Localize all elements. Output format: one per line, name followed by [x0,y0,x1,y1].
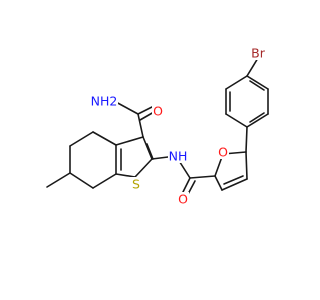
atom-amide-oxygen: O [152,104,164,119]
amine-nh2-label: NH2 [91,94,118,109]
molecule-canvas: O NH2 S NH O O [46,46,269,207]
amide-oxygen-label: O [153,104,163,119]
bond [246,113,269,128]
thiophene-sulfur-label: S [132,177,140,192]
amide-nh-label: NH [169,149,188,164]
bond [46,172,71,188]
bond [137,113,144,138]
bond [225,75,248,90]
bond [142,136,153,160]
atom-carbonyl-oxygen: O [177,192,189,207]
bond [134,158,153,178]
atom-thiophene-sulfur: S [130,177,142,192]
bond [137,106,153,115]
bromine-label: Br [251,46,266,61]
bond [115,173,136,178]
bond [92,173,117,189]
bond [181,177,191,195]
bond [115,136,144,146]
bond [221,178,248,191]
atom-furan-oxygen: O [217,145,229,160]
bond [223,175,244,185]
atom-label-layer: O NH2 S NH O O [91,46,268,207]
bond [249,80,265,91]
bond [189,175,216,179]
bond [246,57,259,77]
bond [246,75,269,90]
atom-amide-nh: NH [168,149,188,164]
bond [92,131,117,146]
atom-bromine: Br [248,46,268,61]
bond [69,172,94,189]
bond [245,151,248,180]
atom-amine-nh2: NH2 [91,94,118,109]
bond [214,175,223,191]
bond-layer [46,57,269,197]
bond [225,113,248,128]
bond [245,126,248,153]
molecule-structure: O NH2 S NH O O [46,46,269,207]
bond [69,131,94,147]
bond [249,112,265,123]
carbonyl-oxygen-label: O [178,192,188,207]
bond [139,111,155,121]
furan-oxygen-label: O [218,145,228,160]
bond [146,143,154,160]
